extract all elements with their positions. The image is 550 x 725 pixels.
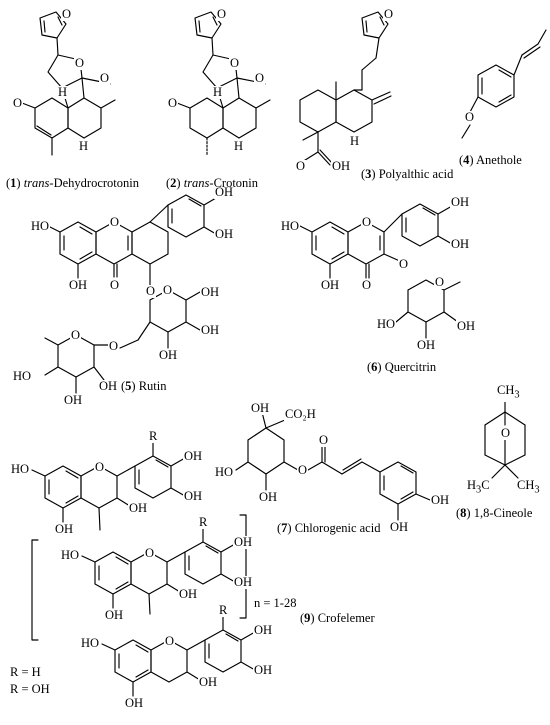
atom-ho-7: HO [214, 465, 235, 479]
caption-compound-8: (8) 1,8-Cineole [456, 506, 533, 520]
atom-oh-5b: OH [214, 227, 235, 241]
atom-o-ring-9b: O [144, 546, 156, 560]
atom-oh-glc-c: OH [158, 348, 179, 362]
atom-o-ring-glc: O [162, 283, 174, 297]
atom-h-1b: H [78, 139, 90, 153]
atom-h-2b: H [233, 139, 245, 153]
caption-compound-7: (7) Chlorogenic acid [277, 521, 381, 535]
structure-4-anethole [461, 29, 547, 139]
caption-compound-4: (4) Anethole [459, 153, 522, 167]
atom-ho-6: HO [280, 219, 301, 233]
atom-o-furan-1: O [61, 7, 73, 21]
atom-o-ring-5: O [109, 215, 121, 229]
atom-co2h-7: CO₂H [284, 407, 317, 421]
atom-oh-glc-a: OH [200, 285, 221, 299]
atom-oh-9e: OH [233, 535, 254, 549]
atom-o-ketone-1: O [12, 96, 24, 110]
atom-o-lactone-1b: O [99, 71, 111, 85]
atom-r-9a: R [148, 429, 159, 443]
atom-oh-acid-3: OH [331, 159, 352, 173]
atom-o-lactone-2b: O [254, 71, 266, 85]
atom-ho-9b: HO [60, 548, 81, 562]
atom-oh-9b: OH [183, 489, 204, 503]
structure-6-quercitrin [299, 203, 461, 339]
atom-oh-7b: OH [258, 490, 279, 504]
structure-1-trans-dehydrocrotonin [21, 11, 116, 156]
structure-9-crofelemer [31, 441, 256, 697]
atom-oh-9h: OH [104, 608, 125, 622]
atom-oh-7a: OH [250, 401, 271, 415]
r-group-h: R = H [10, 665, 41, 679]
atom-o-lactone-2a: O [229, 56, 241, 70]
repeat-unit-note: n = 1-28 [254, 596, 297, 610]
atom-oh-rha6b: OH [416, 338, 437, 352]
atom-o-ketone-2: O [167, 96, 179, 110]
atom-oh-9f: OH [233, 575, 254, 589]
caption-compound-3: (3) Polyalthic acid [361, 167, 454, 181]
atom-o-ring-rha5: O [70, 328, 82, 342]
atom-oh-9k: OH [198, 675, 219, 689]
atom-oh-9g: OH [178, 587, 199, 601]
atom-o-carbonyl-7: O [318, 433, 330, 447]
atom-h-2a: H [212, 85, 224, 99]
atom-o-furan-3: O [383, 7, 395, 21]
atom-oh-rha5a: OH [98, 379, 119, 393]
atom-oh-9j: OH [253, 663, 274, 677]
atom-ho-rha6: HO [376, 317, 397, 331]
caption-compound-2: (2) trans-Crotonin [166, 176, 259, 190]
atom-oh-6a: OH [450, 195, 471, 209]
atom-h-3: H [349, 134, 361, 148]
atom-o-ester-7: O [297, 463, 309, 477]
atom-o-anethole: O [464, 110, 476, 124]
atom-o-glyco-5: O [145, 284, 157, 298]
atom-ho-9a: HO [10, 462, 31, 476]
atom-oh-5c: OH [68, 278, 89, 292]
caption-compound-6: (6) Quercitrin [367, 360, 437, 374]
atom-oh-7c: OH [430, 493, 451, 507]
atom-r-9c: R [218, 603, 229, 617]
atom-o-furan-2: O [216, 7, 228, 21]
atom-oh-7d: OH [389, 520, 410, 534]
atom-o-glyco-6: O [398, 257, 410, 271]
atom-ho-9c: HO [80, 636, 101, 650]
atom-o-keto-5: O [109, 278, 121, 292]
atom-h-1a: H [57, 85, 69, 99]
atom-o-ring-9a: O [94, 460, 106, 474]
structure-7-chlorogenic-acid [235, 411, 431, 521]
atom-oh-9i: OH [253, 623, 274, 637]
atom-o-bridge-8: O [500, 426, 512, 440]
atom-r-9b: R [198, 515, 209, 529]
structure-8-cineole [484, 397, 526, 479]
atom-o-ring-9c: O [164, 634, 176, 648]
atom-ho-5: HO [30, 219, 51, 233]
structure-5-rutin [44, 194, 217, 394]
atom-oh-6b: OH [450, 237, 471, 251]
atom-o-lactone-1a: O [74, 56, 86, 70]
atom-h3c-8: H3C [466, 478, 491, 497]
atom-o-keto-6: O [361, 278, 373, 292]
atom-ch3-right-8: CH3 [516, 478, 541, 497]
atom-o-ring-6: O [361, 215, 373, 229]
atom-oh-rha5b: OH [63, 393, 84, 407]
atom-oh-rha6a: OH [456, 319, 477, 333]
atom-oh-5a: OH [214, 185, 235, 199]
atom-o-link-5: O [108, 339, 120, 353]
r-group-oh: R = OH [10, 682, 50, 696]
atom-oh-6c: OH [320, 278, 341, 292]
caption-compound-9: (9) Crofelemer [300, 611, 375, 625]
structure-3-polyalthic-acid [299, 11, 392, 166]
atom-ch3-top-8: CH3 [496, 383, 521, 402]
atom-oh-9c: OH [128, 501, 149, 515]
atom-oh-9a: OH [183, 449, 204, 463]
atom-ho-rha5: HO [12, 369, 33, 383]
caption-compound-5: (5) Rutin [121, 379, 167, 393]
caption-compound-1: (1) trans-Dehydrocrotonin [6, 176, 139, 190]
atom-oh-glc-b: OH [200, 323, 221, 337]
atom-oh-9d: OH [54, 522, 75, 536]
atom-o-ring-rha6: O [434, 275, 446, 289]
atom-o-acid-3: O [295, 159, 307, 173]
atom-oh-9l: OH [124, 696, 145, 710]
